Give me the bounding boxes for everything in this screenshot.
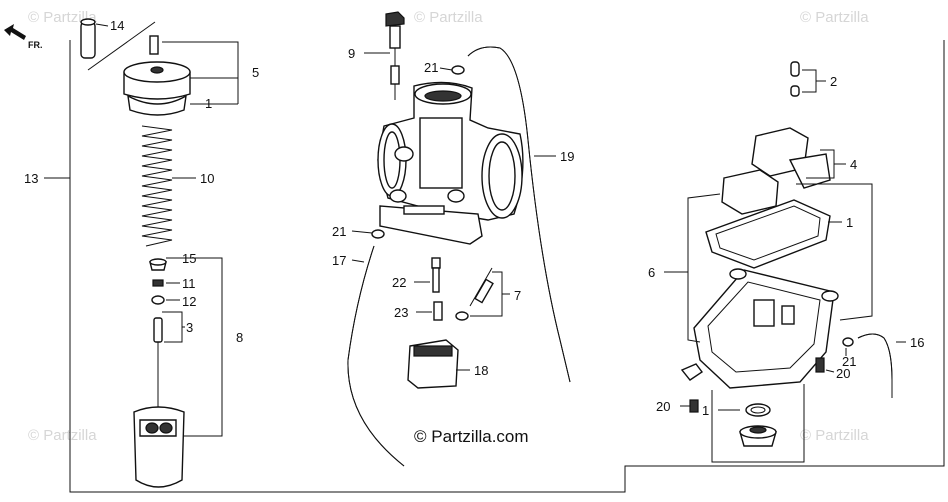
part-16-drain-tube (857, 333, 893, 398)
part-21-clip (371, 229, 385, 239)
leader-line (439, 67, 453, 71)
callout-20: 20 (656, 399, 670, 414)
callout-22: 22 (392, 275, 406, 290)
part-4-float (721, 127, 831, 215)
leader-line (162, 257, 223, 437)
part-21-clip (451, 65, 465, 75)
carburetor-body (377, 81, 524, 245)
part-18-float (407, 339, 459, 389)
drain-plug (739, 425, 777, 447)
leader-line (825, 369, 835, 373)
leader-line (87, 21, 156, 71)
part-21-clip (842, 337, 854, 347)
part-14-cover (80, 18, 96, 59)
callout-15: 15 (182, 251, 196, 266)
callout-5: 5 (252, 65, 259, 80)
callout-4: 4 (850, 157, 857, 172)
callout-20: 20 (836, 366, 850, 381)
leader-line (711, 384, 805, 463)
callout-14: 14 (110, 18, 124, 33)
watermark: © Partzilla (28, 9, 97, 26)
part-22-jet (431, 257, 441, 293)
callout-8: 8 (236, 330, 243, 345)
callout-17: 17 (332, 253, 346, 268)
part-5-top-cap (123, 35, 191, 116)
part-7-air-screw (455, 267, 494, 321)
callout-13: 13 (24, 171, 38, 186)
callout-3: 3 (186, 320, 193, 335)
callout-21: 21 (842, 354, 856, 369)
part-17-overflow-tube (347, 245, 405, 467)
part-6-float-bowl (693, 268, 839, 389)
callout-7: 7 (514, 288, 521, 303)
callout-1: 1 (205, 96, 212, 111)
callout-21: 21 (424, 60, 438, 75)
part-1-gasket (705, 199, 831, 269)
part-10-spring (141, 125, 173, 247)
callout-10: 10 (200, 171, 214, 186)
watermark: © Partzilla (800, 427, 869, 444)
leader-line (351, 259, 365, 263)
leader-line (806, 149, 846, 179)
leader-line (470, 271, 510, 317)
direction-label: FR. (28, 40, 43, 50)
part-3-jet-needle (153, 317, 163, 408)
callout-1: 1 (846, 215, 853, 230)
part-12-washer (151, 295, 165, 305)
part-11-clip (152, 279, 164, 287)
callout-2: 2 (830, 74, 837, 89)
watermark-group: © Partzilla © Partzilla © Partzilla © Pa… (28, 9, 869, 444)
callout-23: 23 (394, 305, 408, 320)
watermark: © Partzilla (414, 9, 483, 26)
direction-arrow-icon (4, 24, 26, 40)
callout-12: 12 (182, 294, 196, 309)
callout-16: 16 (910, 335, 924, 350)
watermark: © Partzilla (28, 427, 97, 444)
front-direction-indicator: FR. (4, 24, 43, 50)
leader-line (162, 41, 239, 105)
part-2-pins (790, 61, 800, 97)
leader-line (351, 230, 373, 234)
part-8-throttle-valve (133, 406, 185, 488)
part-19-vent-tube (467, 46, 571, 383)
credit-text: © Partzilla.com (414, 427, 529, 446)
watermark: © Partzilla (800, 9, 869, 26)
part-20-screw (680, 357, 825, 413)
part-1-o-ring (745, 403, 771, 417)
callout-18: 18 (474, 363, 488, 378)
part-15-retainer (149, 258, 167, 271)
diagram-frame (69, 40, 945, 493)
callout-6: 6 (648, 265, 655, 280)
callout-1: 1 (702, 403, 709, 418)
callout-9: 9 (348, 46, 355, 61)
leader-line (664, 183, 873, 343)
callout-19: 19 (560, 149, 574, 164)
leader-line (802, 69, 826, 93)
callout-11: 11 (182, 276, 196, 291)
part-23-jet (433, 301, 443, 321)
callout-21: 21 (332, 224, 346, 239)
part-9-adjust-screw (385, 11, 405, 100)
